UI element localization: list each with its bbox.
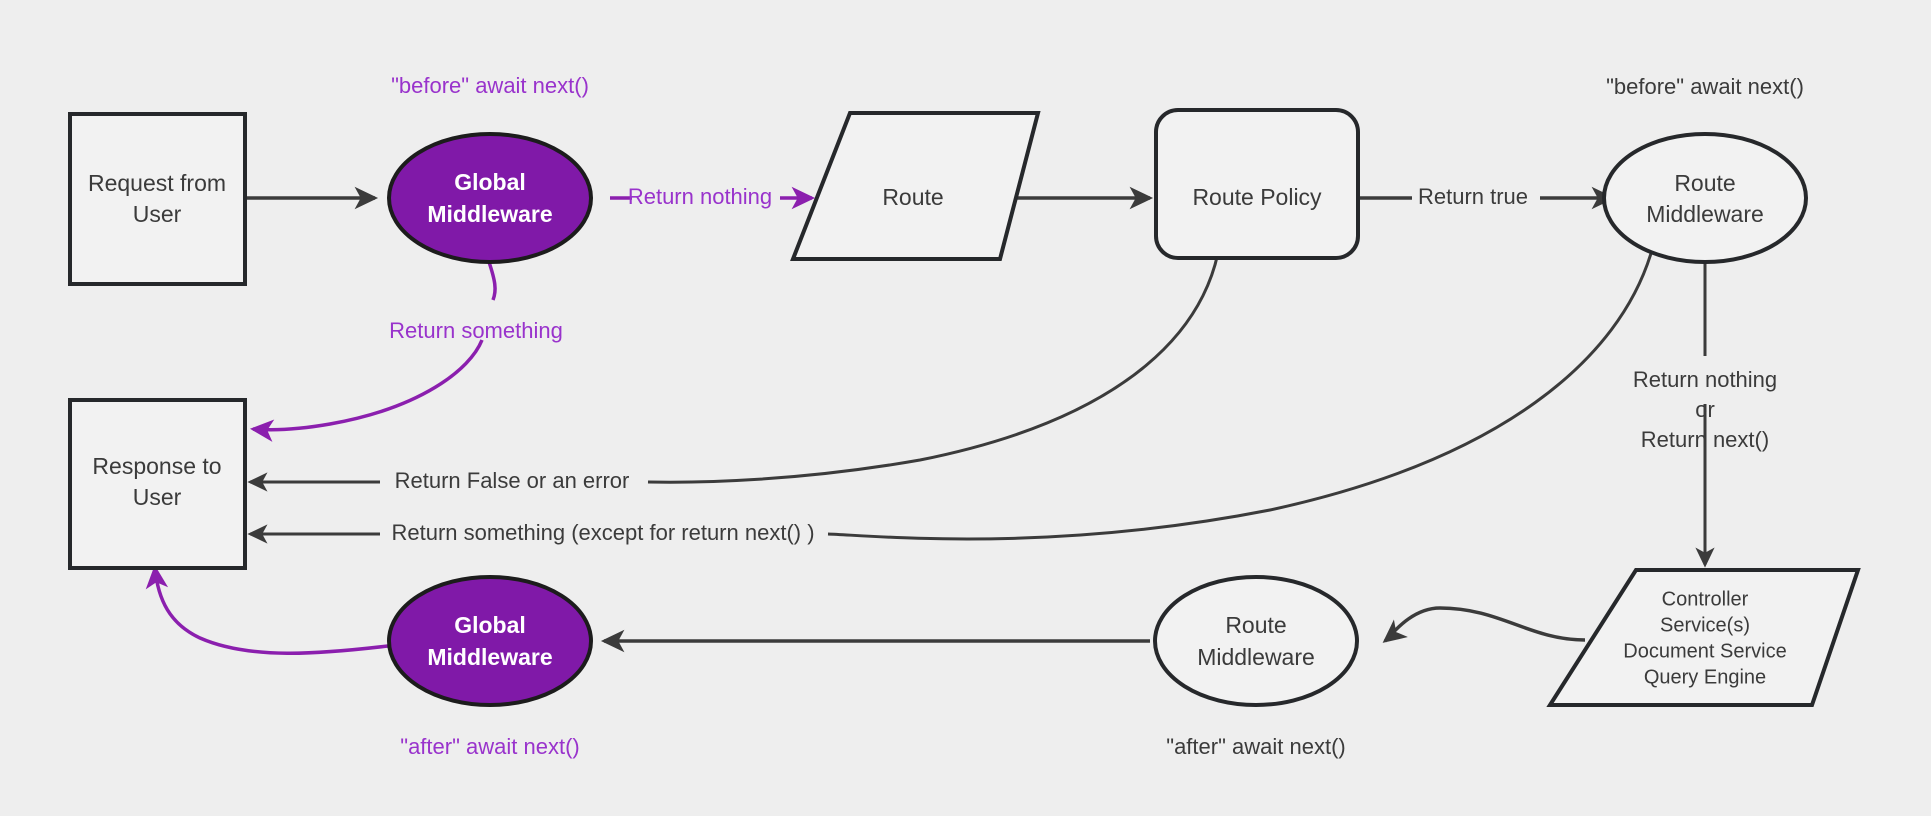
annotation-before-await-next-right: "before" await next() bbox=[1606, 74, 1804, 99]
annotation-after-await-next-left: "after" await next() bbox=[400, 734, 579, 759]
global-middleware-bottom-ellipse bbox=[387, 575, 593, 707]
request-from-user-label-line1: Request from bbox=[88, 170, 226, 196]
route-middleware-top-label-line2: Middleware bbox=[1646, 201, 1764, 227]
edge-controller-to-route-middleware-bottom bbox=[1382, 606, 1586, 643]
node-global-middleware-bottom[interactable]: Global Middleware bbox=[387, 575, 593, 707]
global-middleware-top-ellipse bbox=[387, 132, 593, 264]
response-to-user-box bbox=[68, 398, 247, 570]
global-middleware-top-label-line2: Middleware bbox=[427, 201, 552, 227]
controller-label-line1: Controller bbox=[1662, 588, 1749, 610]
edge-label-route-mw-out-line1: Return nothing bbox=[1633, 367, 1777, 392]
route-policy-box bbox=[1154, 108, 1360, 260]
edge-label-return-something: Return something bbox=[389, 318, 563, 343]
edge-label-return-true: Return true bbox=[1418, 184, 1528, 209]
route-middleware-top-label-line1: Route bbox=[1674, 170, 1735, 196]
node-global-middleware-top[interactable]: Global Middleware bbox=[387, 132, 593, 264]
global-middleware-bottom-label-line2: Middleware bbox=[427, 644, 552, 670]
edge-label-return-false-or-error: Return False or an error bbox=[395, 468, 630, 493]
response-to-user-label-line1: Response to bbox=[92, 453, 221, 479]
edge-route-mw-to-response-curve bbox=[827, 249, 1654, 541]
route-parallelogram bbox=[790, 111, 1041, 261]
route-middleware-bottom-label-line1: Route bbox=[1225, 612, 1286, 638]
edge-label-return-something-except: Return something (except for return next… bbox=[391, 520, 814, 545]
route-middleware-top-ellipse bbox=[1602, 132, 1808, 264]
controller-label-line2: Service(s) bbox=[1660, 614, 1750, 636]
node-route-policy[interactable]: Route Policy bbox=[1154, 108, 1360, 260]
response-to-user-label-line2: User bbox=[133, 484, 182, 510]
global-middleware-top-label-line1: Global bbox=[454, 169, 526, 195]
edge-label-route-mw-out-line2: or bbox=[1695, 397, 1715, 422]
global-middleware-bottom-label-line1: Global bbox=[454, 612, 526, 638]
edge-global-to-response-return-something bbox=[249, 339, 484, 442]
edge-policy-to-response-curve bbox=[647, 213, 1224, 484]
node-response-to-user[interactable]: Response to User bbox=[68, 398, 247, 570]
annotation-after-await-next-right: "after" await next() bbox=[1166, 734, 1345, 759]
controller-label-line4: Query Engine bbox=[1644, 666, 1766, 688]
edge-global-mw-bottom-to-response bbox=[145, 564, 389, 655]
edge-global-to-response-upper-stub bbox=[487, 261, 497, 301]
controller-parallelogram bbox=[1546, 568, 1861, 707]
node-controller[interactable]: Controller Service(s) Document Service Q… bbox=[1546, 568, 1861, 707]
controller-label-line3: Document Service bbox=[1623, 640, 1786, 662]
node-route[interactable]: Route bbox=[790, 111, 1041, 261]
annotation-before-await-next-left: "before" await next() bbox=[391, 73, 589, 98]
route-middleware-bottom-label-line2: Middleware bbox=[1197, 644, 1315, 670]
node-request-from-user[interactable]: Request from User bbox=[68, 112, 247, 286]
edge-label-route-mw-out-line3: Return next() bbox=[1641, 427, 1769, 452]
request-from-user-label-line2: User bbox=[133, 201, 182, 227]
edge-label-return-nothing: Return nothing bbox=[628, 184, 772, 209]
route-middleware-bottom-ellipse bbox=[1153, 575, 1359, 707]
request-from-user-box bbox=[68, 112, 247, 286]
route-policy-label: Route Policy bbox=[1192, 184, 1322, 210]
node-route-middleware-bottom[interactable]: Route Middleware bbox=[1153, 575, 1359, 707]
route-label: Route bbox=[882, 184, 943, 210]
node-route-middleware-top[interactable]: Route Middleware bbox=[1602, 132, 1808, 264]
